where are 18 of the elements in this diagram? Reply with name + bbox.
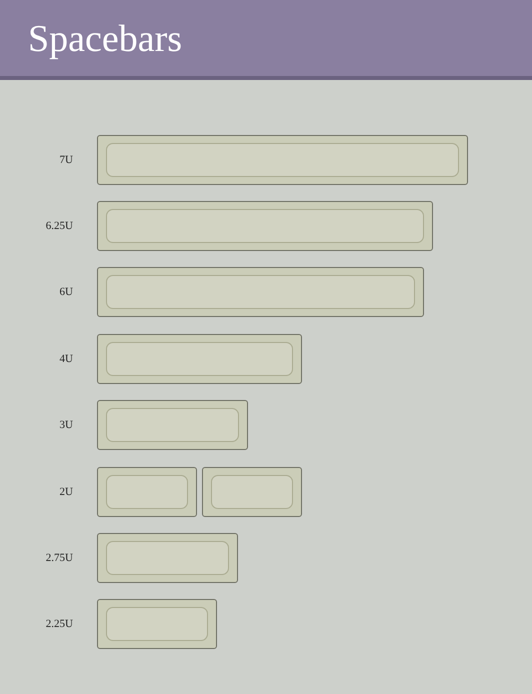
spacebar-key	[97, 467, 197, 517]
spacebar-key	[97, 201, 433, 251]
size-label: 6.25U	[46, 219, 73, 233]
spacebar-key	[97, 599, 217, 649]
size-label: 7U	[60, 153, 73, 167]
spacebar-key	[97, 400, 248, 450]
spacebar-key	[97, 267, 424, 317]
size-label: 2.75U	[46, 551, 73, 565]
spacebar-key	[97, 533, 238, 583]
size-label: 4U	[60, 352, 73, 366]
spacebar-key	[97, 334, 302, 384]
spacebar-key	[202, 467, 302, 517]
size-label: 6U	[60, 285, 73, 299]
size-label: 2U	[60, 485, 73, 499]
size-label: 2.25U	[46, 617, 73, 631]
spacebar-key	[97, 135, 468, 185]
size-label: 3U	[60, 418, 73, 432]
title: Spacebars	[28, 17, 182, 62]
